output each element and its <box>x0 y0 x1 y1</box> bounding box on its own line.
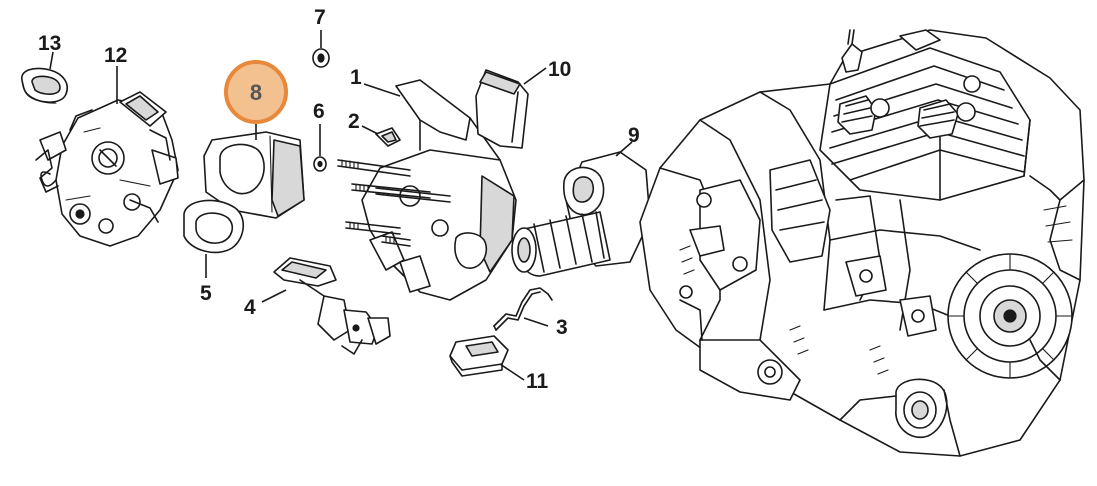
label-6: 6 <box>313 100 325 123</box>
part-10-baffle[interactable] <box>475 69 529 149</box>
label-5: 5 <box>200 282 212 305</box>
highlight-marker-8: 8 <box>224 60 288 124</box>
part-6-washer[interactable] <box>313 156 327 172</box>
label-7: 7 <box>314 6 326 29</box>
part-11-bracket[interactable] <box>449 335 509 377</box>
part-2-clip[interactable] <box>375 127 401 147</box>
part-3-spring[interactable] <box>493 287 553 331</box>
part-8-carburetor-spacer[interactable] <box>203 131 305 219</box>
label-8: 8 <box>250 80 262 105</box>
highlight-circle <box>224 60 288 124</box>
part-13-grommet[interactable] <box>21 67 68 104</box>
part-4-throttle-rod[interactable] <box>273 257 391 355</box>
part-9-intake-manifold[interactable] <box>511 151 651 277</box>
part-1-manifold-flange[interactable] <box>337 79 517 301</box>
engine-block-assembly <box>639 29 1085 457</box>
label-13: 13 <box>38 32 61 55</box>
label-11: 11 <box>526 370 549 393</box>
label-1: 1 <box>350 66 362 89</box>
label-3: 3 <box>556 316 568 339</box>
label-4: 4 <box>244 296 256 319</box>
part-12-carburetor[interactable] <box>35 91 179 247</box>
label-2: 2 <box>348 110 360 133</box>
part-7-nut[interactable] <box>312 48 330 68</box>
part-5-gasket[interactable] <box>183 199 245 254</box>
label-10: 10 <box>548 58 571 81</box>
label-12: 12 <box>104 44 127 67</box>
label-9: 9 <box>628 124 640 147</box>
